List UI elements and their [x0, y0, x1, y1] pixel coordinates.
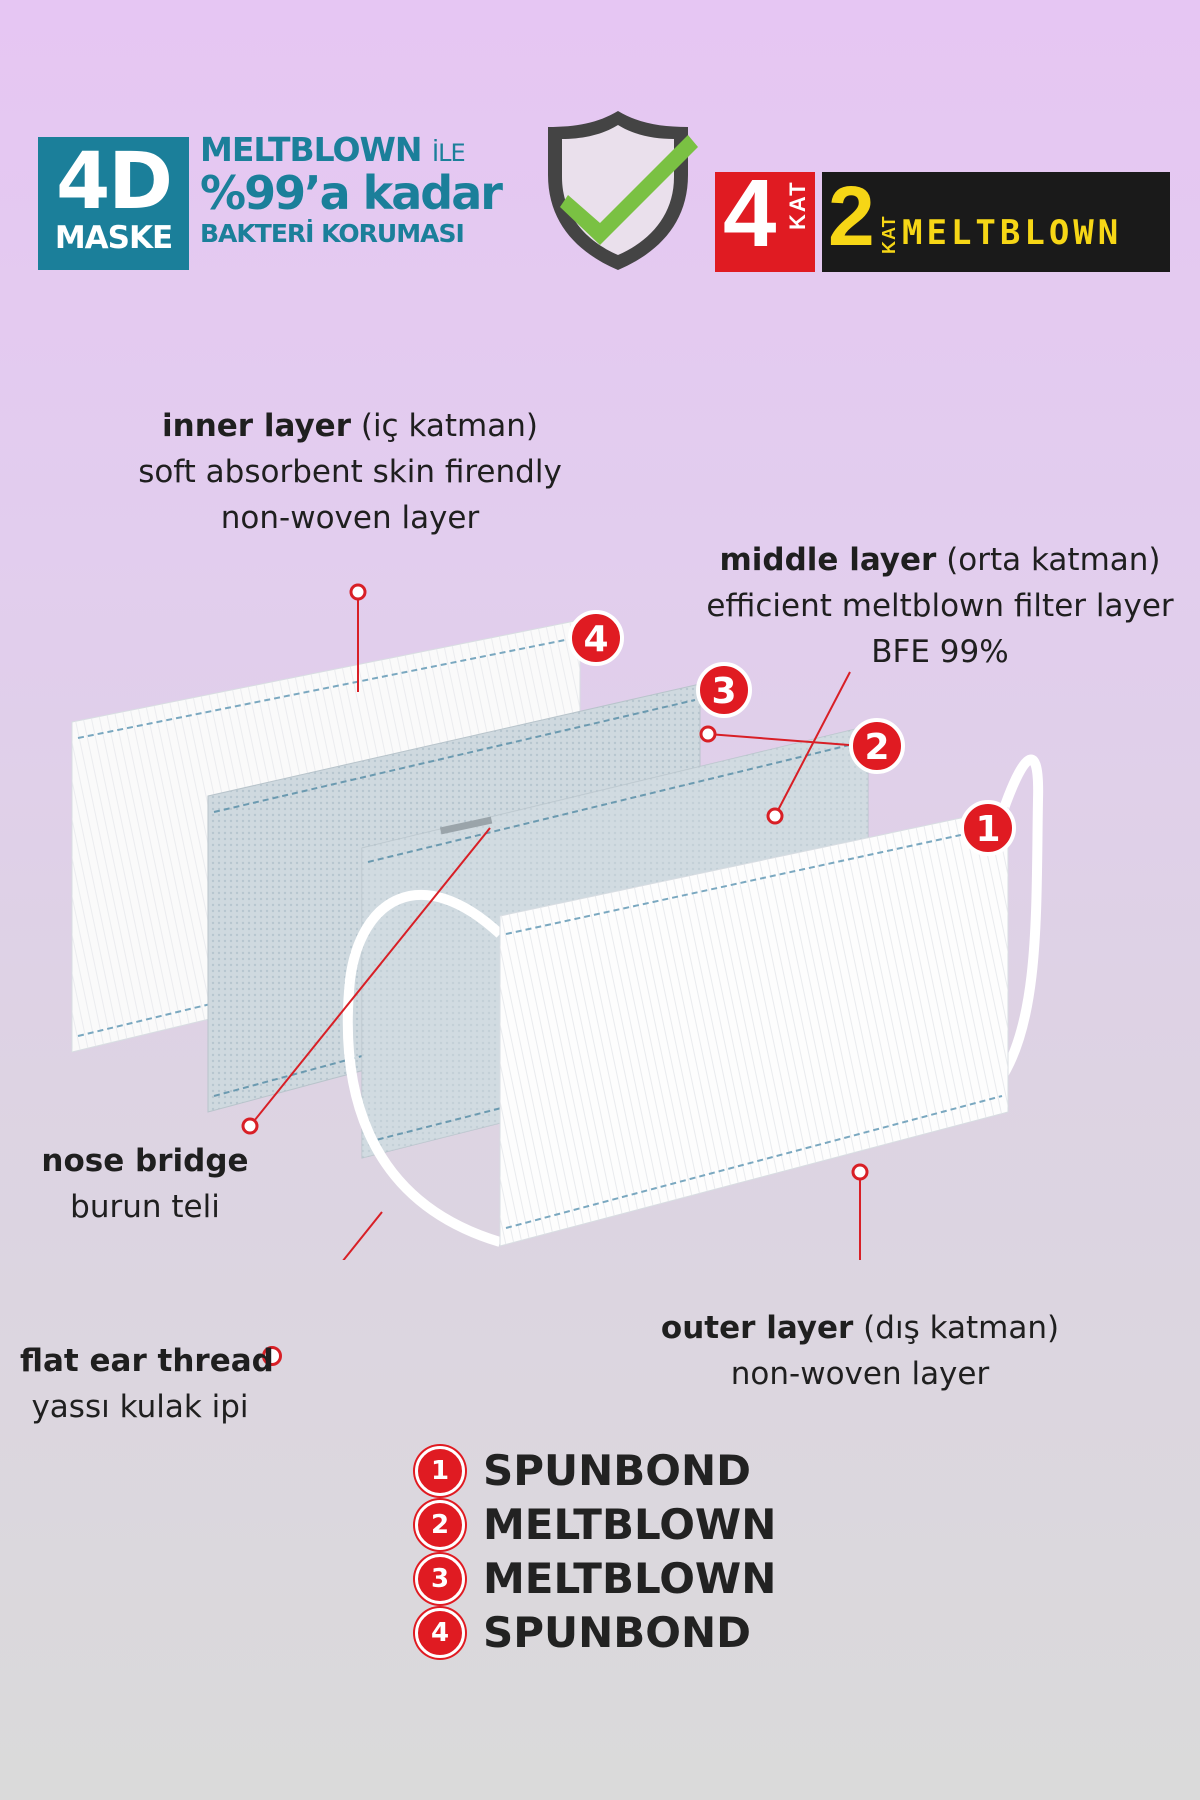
- outer-layer-sheet: [499, 807, 1009, 1247]
- badge-maske-text: MASKE: [54, 220, 173, 256]
- middle-layer-bfe: BFE 99%: [871, 634, 1009, 670]
- marker-4: 4: [568, 610, 624, 666]
- claim-line3: BAKTERİ KORUMASI: [200, 218, 465, 248]
- layer-legend: 1 SPUNBOND 2 MELTBLOWN 3 MELTBLOWN 4 SPU…: [415, 1444, 776, 1660]
- claim-line1-suffix: İLE: [432, 139, 466, 167]
- marker-2-label: 2: [864, 727, 889, 768]
- outer-layer-title: outer layer: [660, 1310, 854, 1346]
- legend-num: 1: [415, 1446, 465, 1496]
- outer-layer-desc: non-woven layer: [730, 1356, 990, 1392]
- ear-thread-title: flat ear thread: [20, 1343, 274, 1379]
- melt-kat-word: KAT: [879, 215, 899, 254]
- legend-num: 2: [415, 1500, 465, 1550]
- left-ear-loop: [342, 889, 504, 1247]
- 4d-mask-badge: 4D MASKE: [38, 137, 189, 270]
- legend-item: 2 MELTBLOWN: [415, 1498, 776, 1552]
- middle-layer-desc: efficient meltblown filter layer: [706, 588, 1174, 624]
- inner-layer-desc: soft absorbent skin firendly: [138, 454, 562, 490]
- inner-layer-desc2: non-woven layer: [220, 500, 480, 536]
- legend-num: 3: [415, 1554, 465, 1604]
- meltblown-word: MELTBLOWN: [902, 213, 1123, 253]
- leader-dots: [241, 583, 869, 1181]
- 4-kat-badge: 4 KAT: [715, 166, 815, 272]
- ear-thread-label: flat ear thread yassı kulak ipi: [20, 1338, 274, 1430]
- marker-2: 2: [849, 718, 905, 774]
- legend-item: 1 SPUNBOND: [415, 1444, 776, 1498]
- marker-1: 1: [960, 800, 1016, 856]
- ear-thread-tr: yassı kulak ipi: [31, 1389, 249, 1425]
- claim-line1: MELTBLOWN: [200, 130, 423, 169]
- legend-text: SPUNBOND: [483, 1446, 752, 1495]
- claim-line2: %99’a kadar: [200, 166, 503, 221]
- outer-layer-title-rest: (dış katman): [853, 1310, 1060, 1346]
- badge-4d-text: 4D: [55, 137, 173, 227]
- leader-lines: [249, 592, 863, 1260]
- kat-word: KAT: [785, 180, 810, 230]
- legend-text: SPUNBOND: [483, 1608, 752, 1657]
- legend-item: 3 MELTBLOWN: [415, 1552, 776, 1606]
- nose-wire: [439, 816, 493, 835]
- shield-check-icon: [548, 111, 698, 270]
- protection-claim: MELTBLOWN İLE %99’a kadar BAKTERİ KORUMA…: [200, 130, 503, 249]
- middle-layer-title-rest: (orta katman): [936, 542, 1161, 578]
- marker-1-label: 1: [975, 809, 1000, 850]
- middle-layer-label: middle layer (orta katman) efficient mel…: [700, 537, 1180, 675]
- outer-layer-label: outer layer (dış katman) non-woven layer: [660, 1305, 1060, 1397]
- legend-text: MELTBLOWN: [483, 1554, 777, 1603]
- melt-number: 2: [828, 169, 875, 263]
- inner-layer-title: inner layer: [162, 408, 351, 444]
- legend-item: 4 SPUNBOND: [415, 1606, 776, 1660]
- marker-4-label: 4: [583, 619, 608, 660]
- legend-text: MELTBLOWN: [483, 1500, 777, 1549]
- 2-kat-meltblown-badge: 2 KAT MELTBLOWN: [822, 172, 1170, 272]
- kat-number: 4: [723, 160, 777, 267]
- right-ear-loop: [995, 754, 1044, 1083]
- legend-num: 4: [415, 1608, 465, 1658]
- inner-layer-label: inner layer (iç katman) soft absorbent s…: [120, 403, 580, 541]
- inner-layer-title-rest: (iç katman): [351, 408, 538, 444]
- nose-bridge-tr: burun teli: [70, 1189, 220, 1225]
- ear-thread-dot: [262, 1346, 282, 1366]
- nose-bridge-title: nose bridge: [41, 1143, 249, 1179]
- mask-layers-illustration: 4 3 2 1: [71, 583, 1044, 1260]
- marker-3-label: 3: [711, 671, 736, 712]
- nose-bridge-label: nose bridge burun teli: [40, 1138, 250, 1230]
- middle-layer-title: middle layer: [719, 542, 937, 578]
- marker-3: 3: [696, 662, 752, 718]
